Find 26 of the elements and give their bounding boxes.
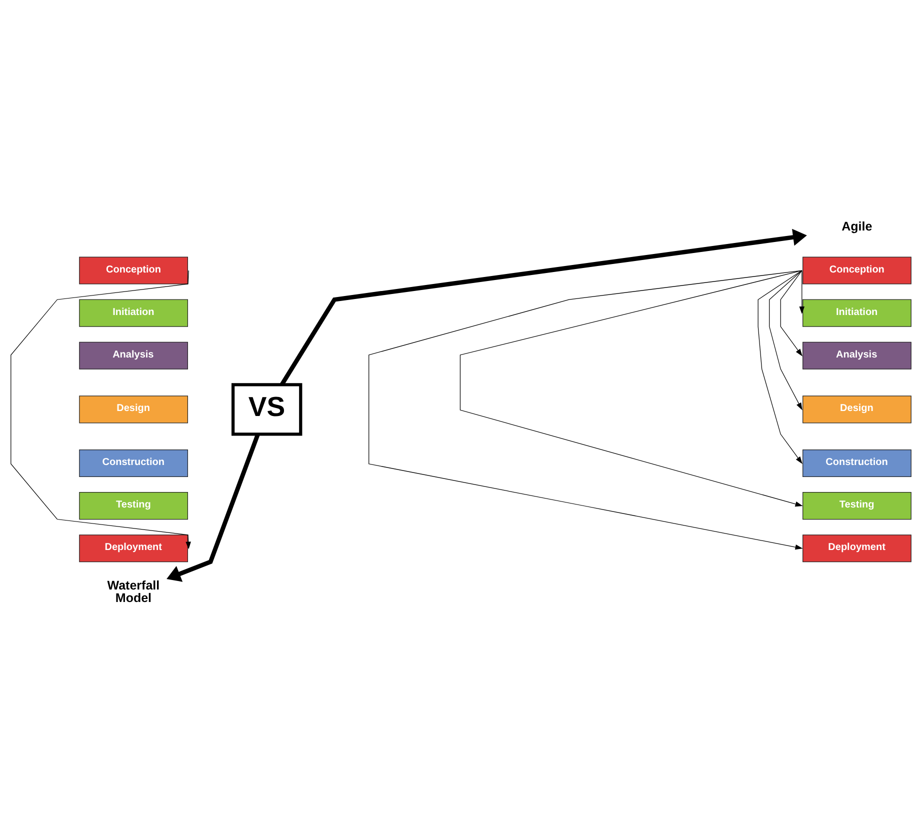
arrow [769, 270, 802, 410]
arrow [10, 270, 191, 550]
node-box: Analysis [802, 342, 912, 370]
node-box: Conception [802, 256, 912, 284]
arrow [799, 270, 805, 314]
node-box: VS [232, 383, 302, 436]
node-box: Conception [79, 256, 188, 284]
node-box: Analysis [79, 342, 188, 370]
node-box: Construction [79, 449, 188, 478]
node-box: Design [802, 396, 912, 424]
node-box: Testing [79, 492, 188, 520]
arrow [368, 270, 803, 550]
node-text: Agile [842, 219, 872, 234]
arrow [460, 270, 803, 507]
node-box: Deployment [79, 534, 188, 562]
node-box: Initiation [802, 299, 912, 327]
arrow [758, 270, 802, 464]
node-box: Testing [802, 492, 912, 520]
arrow [280, 228, 807, 386]
node-box: Deployment [802, 534, 912, 562]
node-box: Construction [802, 449, 912, 478]
node-text: Waterfall Model [107, 578, 160, 605]
arrow [166, 434, 260, 582]
node-box: Design [79, 396, 188, 424]
arrow [780, 270, 802, 356]
node-box: Initiation [79, 299, 188, 327]
